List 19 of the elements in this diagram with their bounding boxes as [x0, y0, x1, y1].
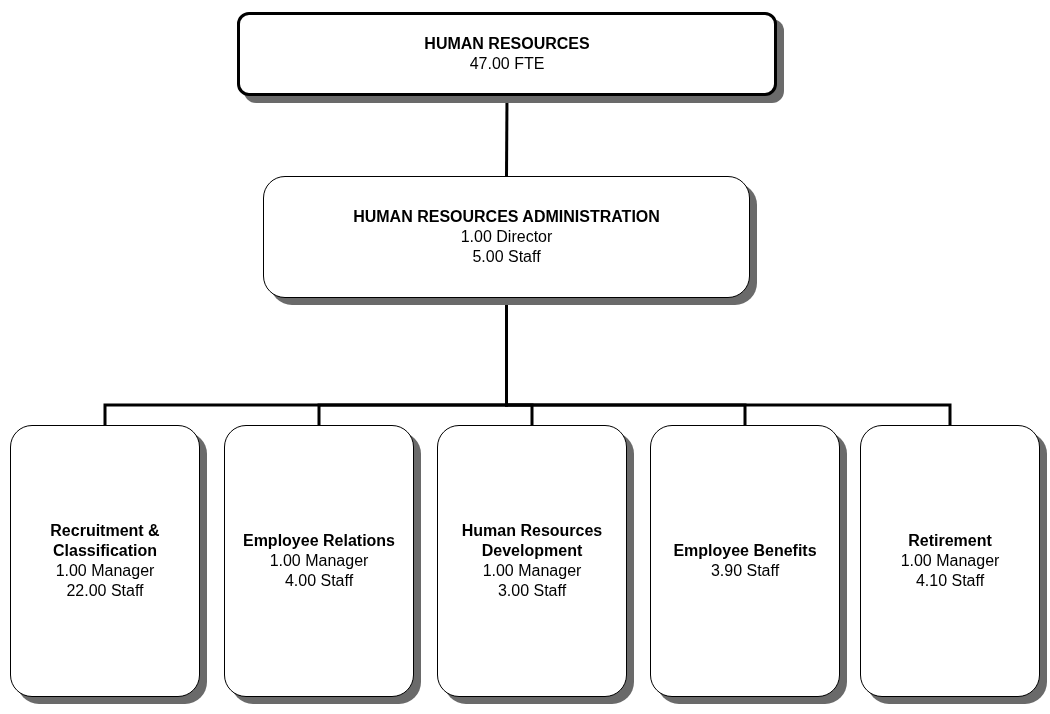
staff-count: 5.00 Staff: [472, 247, 541, 267]
staff-count: 1.00 Manager: [55, 561, 155, 581]
unit-name: HUMAN RESOURCES ADMINISTRATION: [353, 207, 660, 227]
staff-count: 1.00 Manager: [269, 551, 369, 571]
staff-count: 1.00 Manager: [900, 551, 1000, 571]
unit-name: Human Resources Development: [460, 521, 604, 561]
unit-name: HUMAN RESOURCES: [424, 34, 590, 54]
unit-name: Recruitment & Classification: [49, 521, 161, 561]
staff-count: 22.00 Staff: [66, 581, 144, 601]
unit-name: Employee Benefits: [673, 541, 817, 561]
staff-count: 4.10 Staff: [915, 571, 985, 591]
staff-count: 1.00 Director: [460, 227, 553, 247]
unit-name: Employee Relations: [242, 531, 395, 551]
staff-count: 3.00 Staff: [497, 581, 567, 601]
staff-count: 47.00 FTE: [469, 54, 545, 74]
staff-count: 4.00 Staff: [284, 571, 354, 591]
staff-count: 1.00 Manager: [482, 561, 582, 581]
staff-count: 3.90 Staff: [710, 561, 780, 581]
unit-name: Retirement: [908, 531, 992, 551]
